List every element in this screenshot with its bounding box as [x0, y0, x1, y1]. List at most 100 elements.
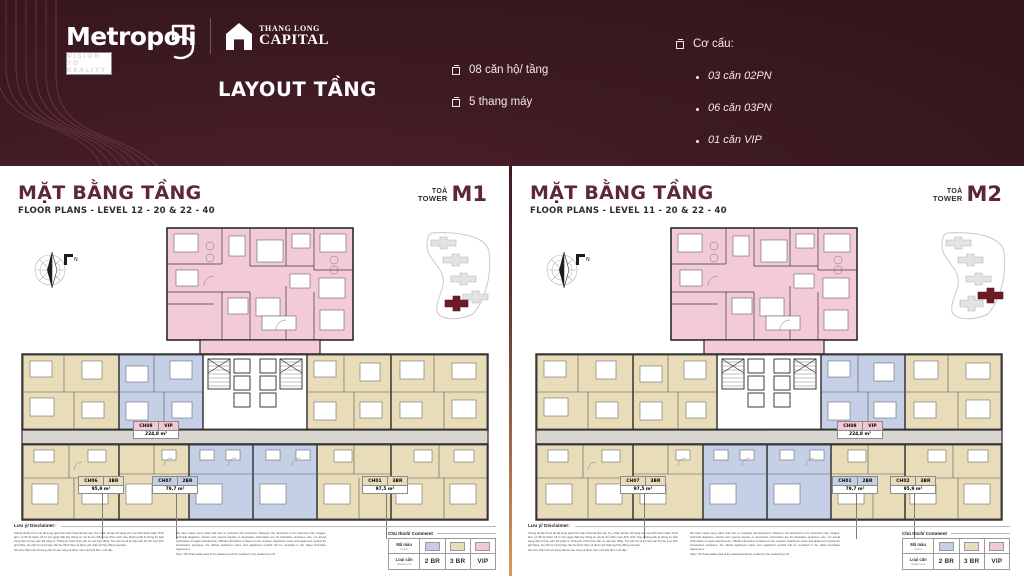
partner-logo-line1: THANG LONG — [259, 24, 321, 33]
tower-code: M1 — [451, 182, 487, 206]
compass-north-icon: N — [546, 251, 590, 289]
unit-area: 224,8 m² — [838, 430, 882, 438]
legend-row-header-color: Mã màu Color — [389, 539, 420, 554]
partner-logo-line2: CAPITAL — [259, 32, 330, 48]
checkbox-icon — [676, 38, 684, 49]
metropolis-tagline: VISION TO REALITY — [66, 51, 112, 75]
floor-plan-panel-m2: MẶT BẰNG TẦNG FLOOR PLANS - LEVEL 11 - 2… — [512, 166, 1024, 576]
legend-m1: Chú thích/ Comment Mã màu Color Loại căn… — [388, 531, 496, 570]
floor-plan-svg — [21, 227, 489, 521]
unit-code: CH07 — [153, 477, 178, 485]
legend-label-vi: Loại căn — [909, 557, 927, 562]
legend-type-2br: 2 BR — [424, 558, 441, 565]
unit-type: 3BR — [108, 478, 119, 484]
panel-divider — [509, 166, 512, 576]
metropolis-numeral-5-icon — [171, 24, 195, 59]
page-title: LAYOUT TẦNG — [218, 78, 377, 101]
unit-type: 2BR — [182, 478, 193, 484]
unit-type: VIP — [164, 423, 173, 429]
legend-table: Mã màu Color Loại căn Apartment — [902, 538, 1010, 570]
tower-label-vi: TOÀ — [946, 187, 963, 195]
legend-type-3br: 3 BR — [449, 558, 466, 565]
legend-swatch-cell — [470, 539, 495, 554]
legend-type-cell: 2 BR — [420, 554, 444, 569]
disclaimer-text-vi: Chúng tôi đã nỗ lực tối đa trong quá trì… — [14, 532, 164, 547]
metropolis-logo: Metropoli VISION TO REALITY — [66, 24, 197, 75]
legend-type-cell: 3 BR — [446, 554, 470, 569]
disclaimer-header: Lưu ý/ Disclaimer: — [14, 524, 496, 529]
unit-code: CH08 — [134, 422, 159, 430]
unit-area: 79,7 m² — [153, 485, 197, 493]
disclaimer-text-en: We have made every effort and care to co… — [176, 532, 326, 551]
legend-type-2br: 2 BR — [938, 558, 955, 565]
swatch-3br — [964, 541, 980, 551]
unit-area: 224,8 m² — [134, 430, 178, 438]
panel-title-block: MẶT BẰNG TẦNG FLOOR PLANS - LEVEL 11 - 2… — [530, 182, 727, 216]
swatch-2br — [424, 541, 440, 551]
tower-badge: TOÀ TOWER M1 — [418, 182, 487, 206]
legend-swatch-cell — [934, 539, 959, 554]
tower-code: M2 — [966, 182, 1002, 206]
legend-row-header-type: Loại căn Apartment — [903, 554, 933, 569]
panel-title-vi: MẶT BẰNG TẦNG — [530, 182, 714, 204]
house-icon — [226, 23, 253, 50]
header-banner: Metropoli VISION TO REALITY THANG LONG C… — [0, 0, 1024, 166]
floor-plan-panel-m1: MẶT BẰNG TẦNG FLOOR PLANS - LEVEL 12 - 2… — [0, 166, 509, 576]
legend-swatch-cell — [420, 539, 445, 554]
disclaimer-col-vi: Chúng tôi đã nỗ lực tối đa trong quá trì… — [528, 532, 678, 559]
legend-type-cell: 3 BR — [960, 554, 984, 569]
disclaimer-header: Lưu ý/ Disclaimer: — [528, 524, 1010, 529]
swatch-3br — [450, 541, 466, 551]
unit-leader-line — [180, 430, 254, 431]
site-key-map-m1 — [426, 232, 491, 320]
disclaimer-text-vi: Chúng tôi đã nỗ lực tối đa trong quá trì… — [528, 532, 678, 547]
unit-area: 97,5 m² — [363, 485, 407, 493]
legend-type-cell: VIP — [471, 554, 495, 569]
tower-label-vi: TOÀ — [431, 187, 448, 195]
legend-type-vip: VIP — [991, 558, 1003, 565]
unit-code: CH08 — [838, 422, 863, 430]
panel-title-vi: MẶT BẰNG TẦNG — [18, 182, 202, 204]
unit-area: 95,9 m² — [79, 485, 123, 493]
sub-bullet-label: 03 căn 02PN — [708, 70, 772, 82]
unit-type: 3BR — [650, 478, 661, 484]
rule-line — [436, 533, 496, 534]
unit-area: 95,9 m² — [891, 485, 935, 493]
unit-leader-line — [102, 493, 103, 539]
bullet-dot-icon — [696, 76, 699, 79]
sub-bullet-item: 06 căn 03PN — [696, 102, 772, 114]
legend-row-header-type: Loại căn Apartment — [389, 554, 419, 569]
legend-label-en: Apartment — [911, 562, 926, 566]
disclaimer-col-vi: Chúng tôi đã nỗ lực tối đa trong quá trì… — [14, 532, 164, 559]
unit-type: VIP — [868, 423, 877, 429]
checkbox-icon — [452, 96, 460, 107]
unit-leader-line — [856, 493, 857, 539]
disclaimer-text-en: We have made every effort and care to co… — [690, 532, 840, 551]
logo-group: Metropoli VISION TO REALITY THANG LONG C… — [66, 18, 330, 75]
decorative-swoosh — [0, 0, 158, 166]
legend-type-cell: VIP — [985, 554, 1009, 569]
unit-leader-line — [386, 493, 387, 539]
floor-plan-drawing-m2 — [528, 226, 1010, 526]
checkbox-icon — [452, 64, 460, 75]
unit-type: 2BR — [862, 478, 873, 484]
unit-leader-line — [644, 493, 645, 539]
disclaimer-note-en: Note: The final usable area of the apart… — [176, 553, 276, 557]
floor-plan-svg — [535, 227, 1003, 521]
swatch-vip — [989, 541, 1005, 551]
unit-leader-line — [176, 493, 177, 539]
legend-title: Chú thích/ Comment — [902, 531, 947, 536]
bullet-dot-icon — [696, 140, 699, 143]
compass-label: N — [74, 257, 78, 263]
tower-label-en: TOWER — [932, 194, 963, 204]
bullet-item: 5 thang máy — [452, 96, 548, 108]
sub-bullet-label: 01 căn VIP — [708, 134, 762, 146]
